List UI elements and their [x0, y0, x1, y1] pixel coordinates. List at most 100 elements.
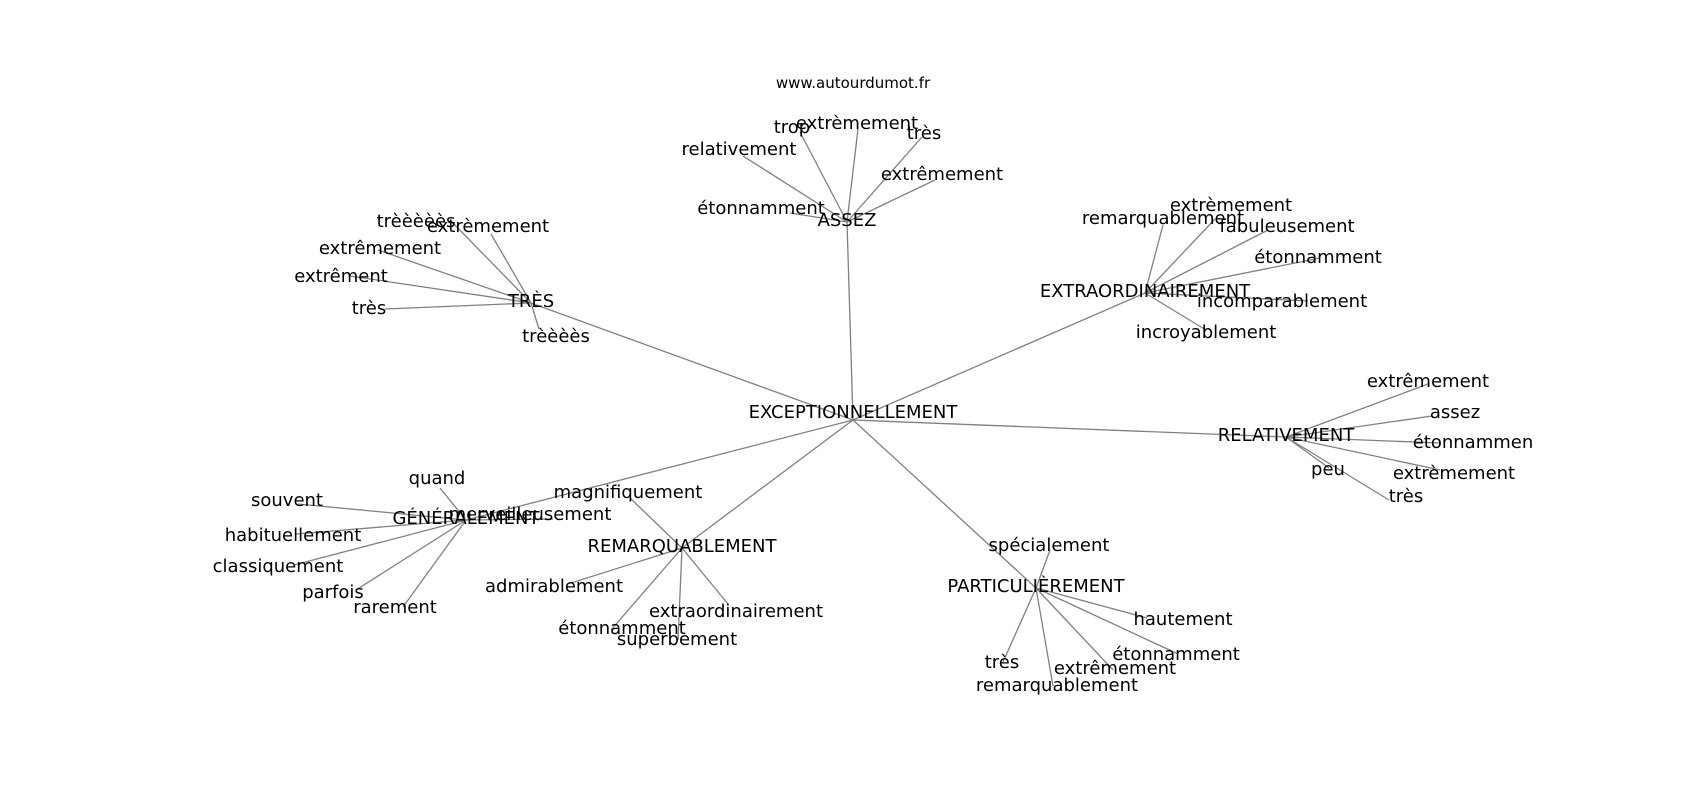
- leaf-node-assez-3[interactable]: relativement: [682, 139, 797, 160]
- edge-particulierement-leaf-1: [1035, 587, 1148, 619]
- edge-center-particulierement: [852, 419, 1037, 589]
- edge-extraordinairement-leaf-0: [1144, 224, 1164, 294]
- leaf-node-tres-0[interactable]: trèèèèès: [377, 211, 456, 232]
- leaf-node-remarquablement-4[interactable]: superbement: [617, 629, 737, 650]
- leaf-node-generalement-6[interactable]: merveilleusement: [449, 504, 612, 525]
- leaf-node-extraordinairement-0[interactable]: remarquablement: [1082, 208, 1244, 229]
- leaf-node-particulierement-2[interactable]: étonnamment: [1112, 644, 1240, 665]
- hub-node-particulierement[interactable]: PARTICULIÈREMENT: [947, 575, 1125, 597]
- edge-generalement-leaf-3: [293, 519, 467, 566]
- edge-generalement-leaf-0: [439, 487, 467, 521]
- edge-particulierement-leaf-5: [1035, 587, 1054, 687]
- leaf-node-assez-0[interactable]: trop: [774, 117, 811, 138]
- hub-node-tres[interactable]: TRÈS: [507, 290, 554, 312]
- edge-remarquablement-leaf-2: [681, 547, 729, 605]
- edge-assez-leaf-0: [799, 131, 848, 223]
- leaf-node-extraordinairement-5[interactable]: incroyablement: [1136, 322, 1277, 343]
- edge-generalement-leaf-4: [355, 519, 467, 591]
- leaf-node-assez-2[interactable]: très: [907, 123, 942, 144]
- leaf-node-generalement-1[interactable]: souvent: [251, 490, 323, 511]
- leaf-node-assez-5[interactable]: étonnamment: [697, 198, 825, 219]
- leaf-node-generalement-4[interactable]: parfois: [302, 582, 364, 603]
- graph-edges: [293, 128, 1441, 687]
- edge-assez-leaf-3: [742, 155, 848, 223]
- edge-tres-leaf-3: [349, 275, 532, 304]
- leaf-node-relativement-2[interactable]: étonnammen: [1413, 432, 1534, 453]
- edge-relativement-leaf-4: [1285, 436, 1330, 469]
- leaf-node-particulierement-1[interactable]: hautement: [1133, 609, 1232, 630]
- hub-node-assez[interactable]: ASSEZ: [818, 210, 877, 231]
- leaf-node-generalement-5[interactable]: rarement: [353, 597, 437, 618]
- edge-extraordinairement-leaf-4: [1144, 292, 1309, 302]
- leaf-node-tres-5[interactable]: trèèèès: [522, 326, 590, 347]
- edge-particulierement-leaf-3: [1002, 587, 1037, 663]
- edge-remarquablement-leaf-1: [570, 547, 683, 584]
- leaf-node-remarquablement-0[interactable]: magnifiquement: [554, 482, 703, 503]
- edge-remarquablement-leaf-4: [677, 547, 683, 641]
- edge-assez-leaf-1: [846, 128, 859, 223]
- hub-node-relativement[interactable]: RELATIVEMENT: [1218, 425, 1356, 446]
- edge-center-tres: [530, 302, 854, 421]
- center-node-label[interactable]: EXCEPTIONNELLEMENT: [749, 402, 959, 423]
- leaf-node-extraordinairement-1[interactable]: extrèmement: [1170, 195, 1292, 216]
- leaf-node-particulierement-4[interactable]: extrêmement: [1054, 658, 1176, 679]
- edge-tres-leaf-2: [377, 249, 532, 304]
- leaf-node-relativement-4[interactable]: peu: [1311, 459, 1345, 480]
- leaf-node-remarquablement-2[interactable]: extraordinairement: [649, 601, 823, 622]
- edge-remarquablement-leaf-3: [610, 547, 683, 631]
- edge-center-generalement: [465, 419, 854, 521]
- edge-relativement-leaf-3: [1285, 436, 1441, 471]
- leaf-node-relativement-0[interactable]: extrêmement: [1367, 371, 1489, 392]
- edge-relativement-leaf-1: [1285, 415, 1433, 438]
- leaf-node-tres-1[interactable]: extrèmement: [427, 216, 549, 237]
- leaf-node-generalement-3[interactable]: classiquement: [213, 556, 344, 577]
- leaf-node-extraordinairement-2[interactable]: fabuleusement: [1219, 216, 1354, 237]
- edge-tres-leaf-1: [490, 233, 532, 304]
- leaf-node-relativement-3[interactable]: extrèmement: [1393, 463, 1515, 484]
- edge-extraordinairement-leaf-2: [1144, 229, 1269, 294]
- leaf-node-extraordinairement-4[interactable]: incomparablement: [1197, 291, 1367, 312]
- edge-particulierement-leaf-2: [1035, 587, 1179, 655]
- edge-extraordinairement-leaf-5: [1144, 292, 1207, 331]
- edge-center-relativement: [852, 419, 1287, 438]
- hub-node-extraordinairement[interactable]: EXTRAORDINAIREMENT: [1040, 281, 1251, 302]
- edge-generalement-leaf-2: [295, 519, 467, 535]
- leaf-node-relativement-1[interactable]: assez: [1430, 402, 1480, 423]
- edge-particulierement-leaf-4: [1035, 587, 1114, 671]
- edge-tres-leaf-5: [530, 302, 540, 330]
- hub-node-remarquablement[interactable]: REMARQUABLEMENT: [588, 536, 778, 557]
- edge-generalement-leaf-5: [402, 519, 467, 608]
- graph-labels: EXCEPTIONNELLEMENTASSEZtropextrèmementtr…: [213, 113, 1534, 696]
- edge-tres-leaf-4: [384, 302, 532, 310]
- leaf-node-generalement-2[interactable]: habituellement: [225, 525, 362, 546]
- leaf-node-particulierement-5[interactable]: remarquablement: [976, 675, 1138, 696]
- leaf-node-assez-4[interactable]: extrêmement: [881, 164, 1003, 185]
- edge-remarquablement-leaf-0: [629, 497, 683, 549]
- leaf-node-particulierement-3[interactable]: très: [985, 652, 1020, 673]
- leaf-node-tres-4[interactable]: très: [352, 298, 387, 319]
- leaf-node-particulierement-0[interactable]: spécialement: [989, 535, 1110, 556]
- edge-relativement-leaf-5: [1285, 436, 1390, 501]
- leaf-node-assez-1[interactable]: extrèmement: [796, 113, 918, 134]
- leaf-node-remarquablement-1[interactable]: admirablement: [485, 576, 623, 597]
- leaf-node-tres-3[interactable]: extrêment: [294, 266, 388, 287]
- leaf-node-extraordinairement-3[interactable]: étonnamment: [1254, 247, 1382, 268]
- edge-assez-leaf-4: [846, 179, 936, 223]
- leaf-node-generalement-0[interactable]: quand: [409, 468, 466, 489]
- hub-node-generalement[interactable]: GÉNÉRALEMENT: [392, 507, 540, 529]
- edge-center-assez: [846, 221, 854, 421]
- edge-assez-leaf-5: [789, 212, 848, 223]
- edge-center-remarquablement: [681, 419, 854, 549]
- edge-generalement-leaf-6: [465, 518, 554, 521]
- edge-extraordinairement-leaf-3: [1144, 257, 1321, 294]
- edge-relativement-leaf-2: [1285, 436, 1441, 444]
- edge-generalement-leaf-1: [297, 503, 467, 521]
- leaf-node-tres-2[interactable]: extrêmement: [319, 238, 441, 259]
- leaf-node-remarquablement-3[interactable]: étonnamment: [558, 618, 686, 639]
- edge-center-extraordinairement: [852, 292, 1146, 421]
- edge-relativement-leaf-0: [1285, 383, 1429, 438]
- edge-extraordinairement-leaf-1: [1144, 218, 1216, 294]
- credit-text: www.autourdumot.fr: [776, 74, 931, 92]
- leaf-node-relativement-5[interactable]: très: [1389, 486, 1424, 507]
